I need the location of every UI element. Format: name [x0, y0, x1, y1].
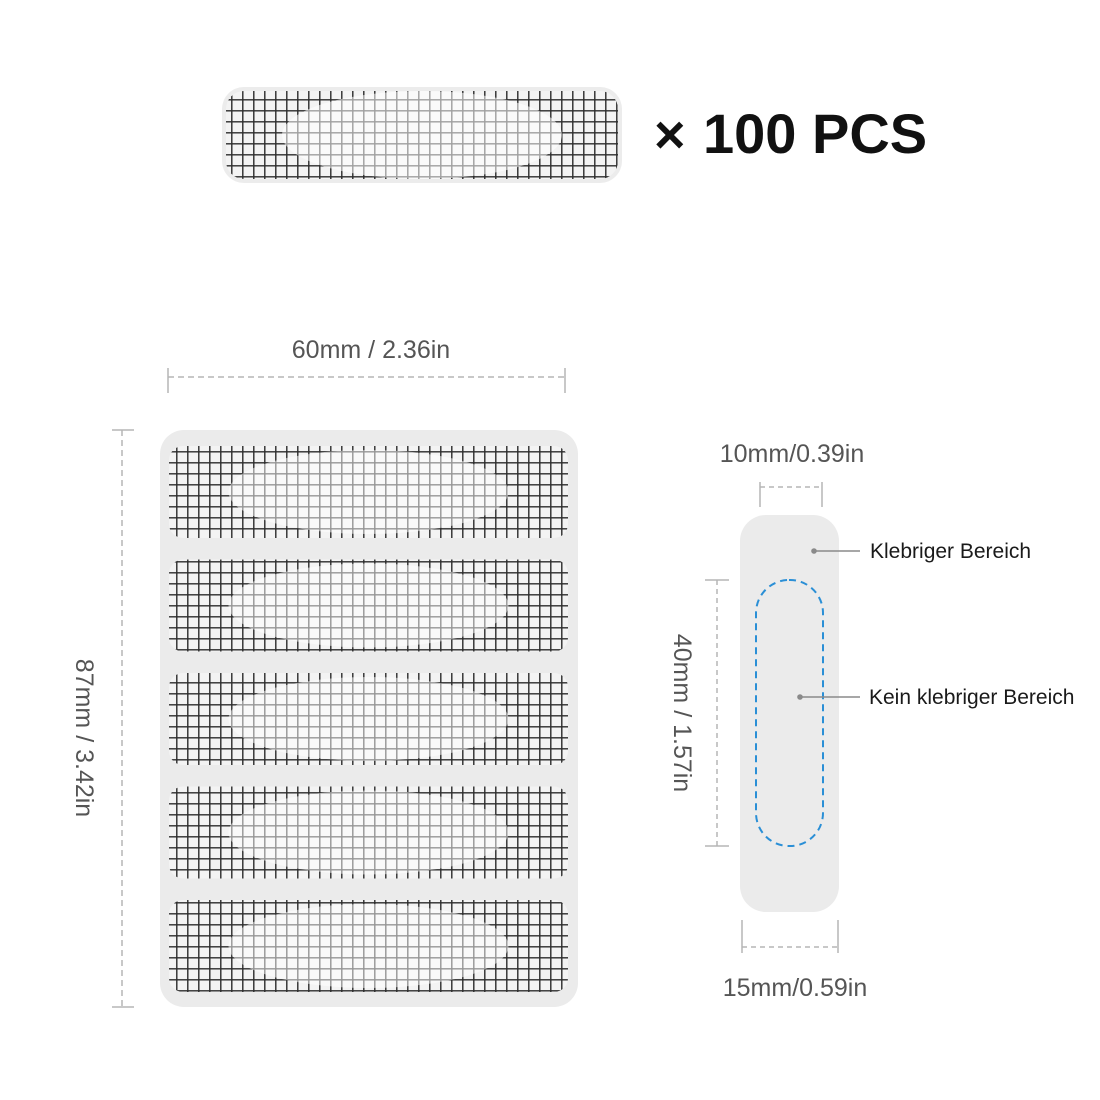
sheet-width-dimension: 60mm / 2.36in — [167, 336, 566, 393]
sheet-mesh-patch — [169, 900, 568, 992]
patch-sheet — [160, 430, 578, 1007]
quantity-multiplier: × — [654, 105, 686, 165]
inner-width-dimension: 10mm/0.39in — [720, 440, 865, 507]
patch-outline — [740, 515, 839, 912]
outer-width-label: 15mm/0.59in — [723, 974, 868, 1002]
quantity-row: × 100 PCS — [222, 87, 927, 183]
sheet-height-dimension: 87mm / 3.42in — [70, 429, 134, 1008]
inner-length-label: 40mm / 1.57in — [668, 634, 696, 792]
callout-non-sticky-label: Kein klebriger Bereich — [869, 686, 1074, 709]
sheet-mesh-patch — [169, 559, 568, 652]
sheet-mesh-patch — [169, 786, 568, 879]
sheet-height-label: 87mm / 3.42in — [70, 659, 98, 817]
inner-length-dimension: 40mm / 1.57in — [668, 579, 729, 847]
outer-width-dimension: 15mm/0.59in — [723, 920, 868, 1002]
sheet-mesh-patch — [169, 446, 568, 538]
quantity-label: 100 PCS — [703, 102, 927, 165]
single-mesh-patch — [222, 87, 622, 183]
inner-width-label: 10mm/0.39in — [720, 440, 865, 468]
non-sticky-area-outline — [755, 579, 824, 847]
sheet-mesh-patch — [169, 673, 568, 765]
sheet-width-label: 60mm / 2.36in — [292, 336, 450, 364]
callout-sticky-label: Klebriger Bereich — [870, 540, 1031, 563]
callout-non-sticky: Kein klebriger Bereich — [797, 686, 1074, 709]
sheet-patch-list — [169, 446, 568, 992]
callout-sticky: Klebriger Bereich — [811, 540, 1031, 563]
patch-detail — [740, 515, 839, 912]
